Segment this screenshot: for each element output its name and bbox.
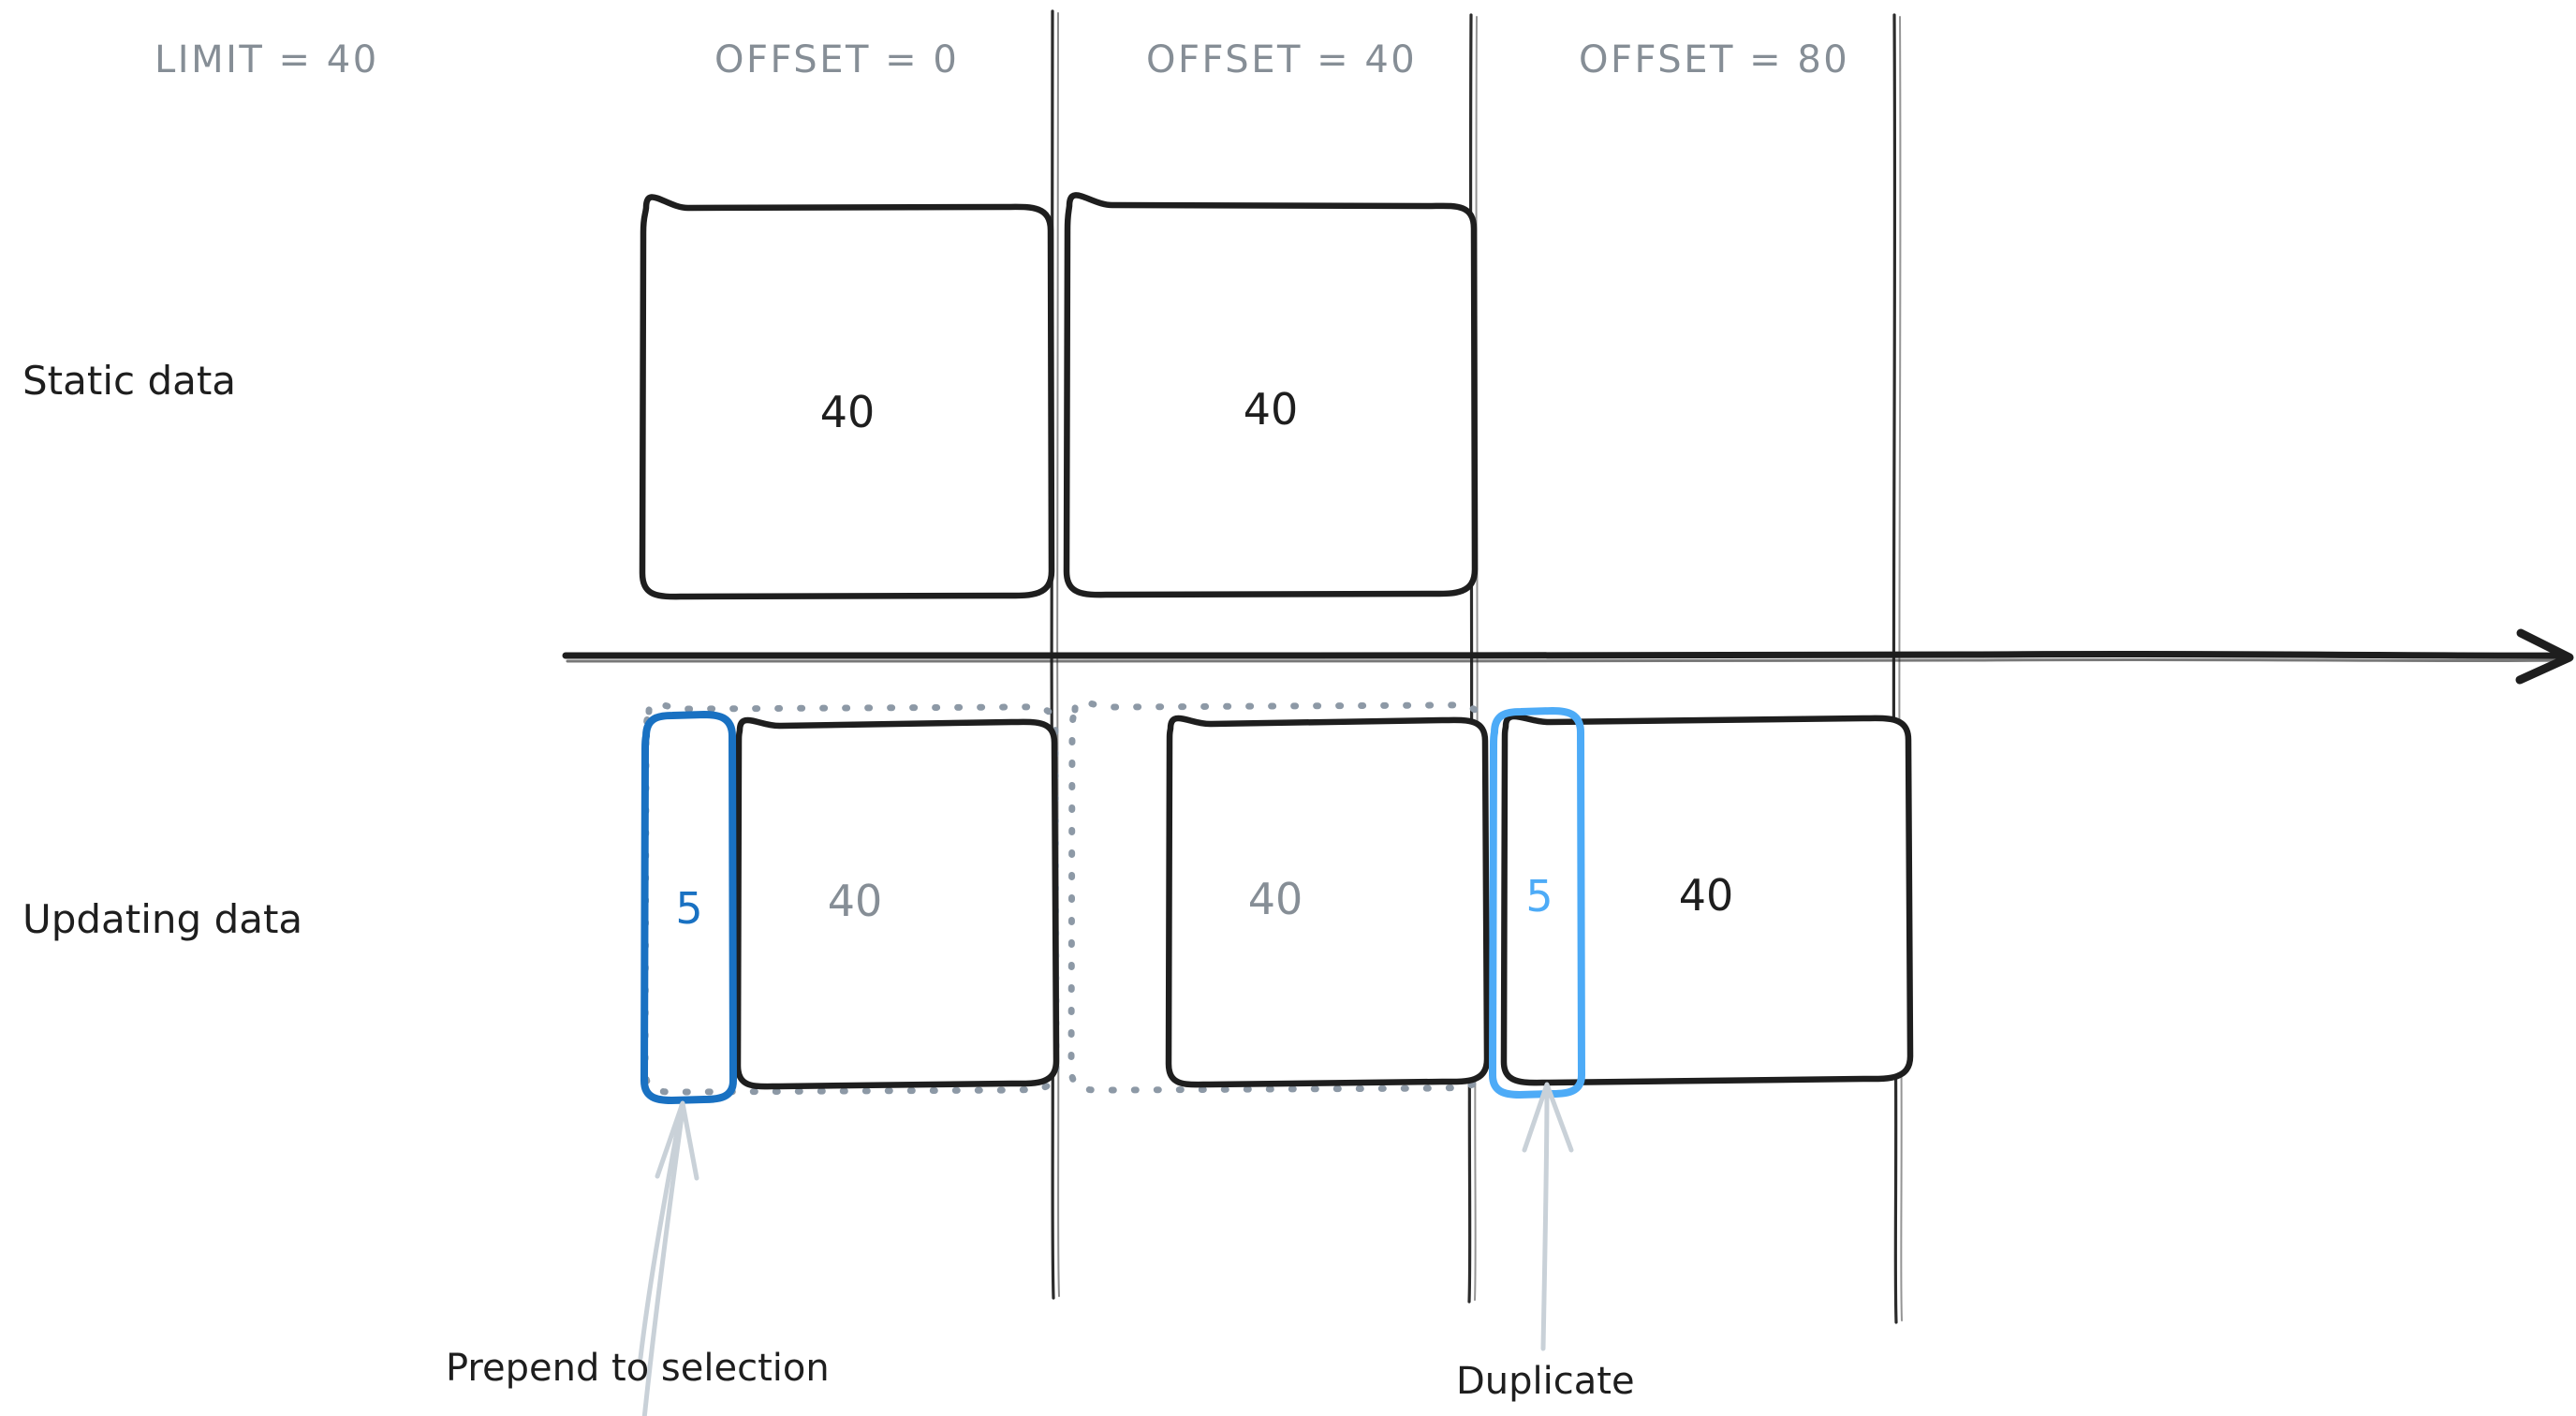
duplicate-chunk-value: 5 xyxy=(1525,871,1553,922)
arrow-head-icon xyxy=(2515,628,2574,685)
annotation-prepend-to-selection: Prepend to selection xyxy=(446,1347,830,1390)
prepend-arrow xyxy=(638,1100,699,1416)
annotation-duplicate: Duplicate xyxy=(1456,1360,1635,1403)
time-axis-line xyxy=(562,650,2568,659)
prepend-arrow-shaft-main xyxy=(638,1102,684,1361)
updating-row-boxes xyxy=(734,713,1914,1090)
ghost-box-2 xyxy=(1067,698,1486,1094)
column-header-offset-0: OFFSET = 0 xyxy=(714,38,960,81)
prepend-chunk-outline xyxy=(640,711,737,1104)
updating-box-1 xyxy=(734,716,1060,1090)
divider-line-3 xyxy=(1892,13,1898,1324)
duplicate-chunk-outline xyxy=(1489,707,1585,1099)
updating-box-3-value: 40 xyxy=(1678,870,1734,921)
duplicate-arrow xyxy=(1522,1082,1574,1351)
column-header-offset-40: OFFSET = 40 xyxy=(1146,38,1418,81)
prepend-chunk-value: 5 xyxy=(675,883,703,934)
time-axis-arrow xyxy=(562,628,2574,685)
updating-box-2 xyxy=(1165,715,1491,1088)
static-box-1-value: 40 xyxy=(819,387,876,437)
ghost-outlines xyxy=(641,698,1486,1096)
blue-chunk-boxes xyxy=(640,707,1585,1104)
static-box-2-value: 40 xyxy=(1243,384,1299,435)
time-axis-line-shadow xyxy=(566,657,2563,663)
row-label-updating-data: Updating data xyxy=(22,896,303,942)
static-box-2 xyxy=(1063,192,1479,598)
row-label-static-data: Static data xyxy=(22,358,237,404)
static-box-1 xyxy=(639,194,1055,600)
prepend-arrow-head-icon xyxy=(655,1100,699,1181)
ghost-box-1 xyxy=(641,700,1060,1096)
annotation-arrows xyxy=(638,1082,1574,1416)
duplicate-arrow-shaft xyxy=(1540,1085,1550,1351)
static-row-boxes xyxy=(639,192,1479,600)
divider-line-3b xyxy=(1898,16,1903,1321)
duplicate-arrow-head-icon xyxy=(1522,1082,1574,1153)
updating-box-1-value: 40 xyxy=(827,876,883,926)
updating-box-2-value: 40 xyxy=(1247,874,1303,924)
updating-box-3 xyxy=(1500,713,1914,1086)
column-header-offset-80: OFFSET = 80 xyxy=(1579,38,1850,81)
prepend-arrow-shaft xyxy=(641,1107,685,1416)
column-header-limit: LIMIT = 40 xyxy=(155,38,379,81)
